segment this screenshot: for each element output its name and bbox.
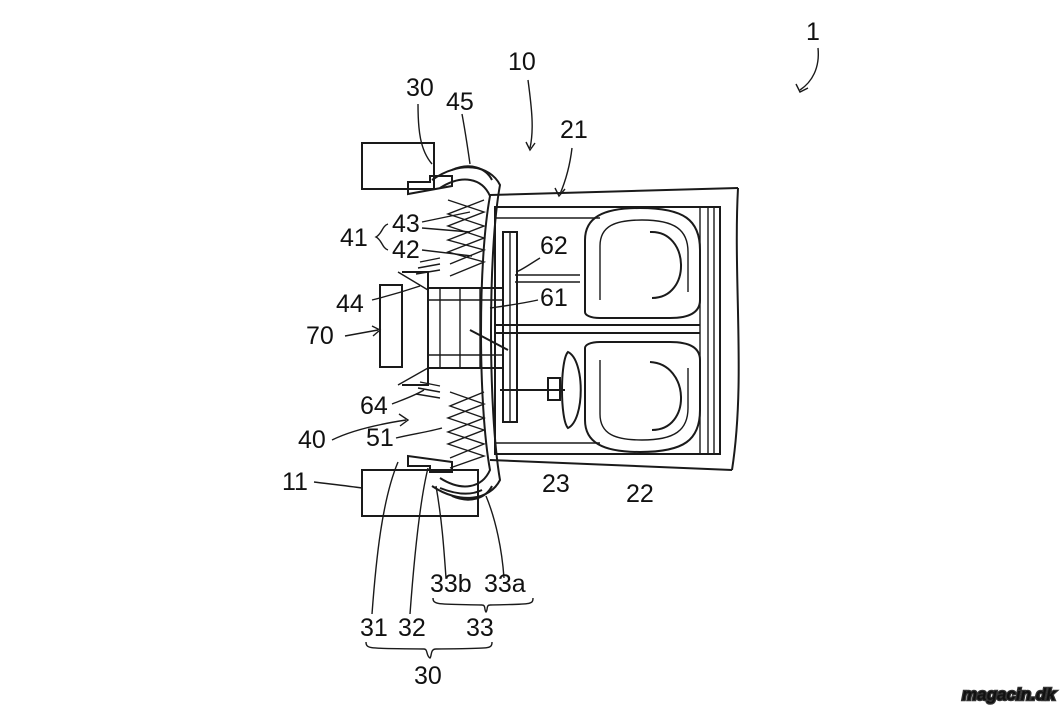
brace-30-bottom [366, 642, 492, 658]
label-51: 51 [366, 424, 394, 452]
label-43: 43 [392, 210, 420, 238]
leader-51 [396, 428, 442, 438]
label-40: 40 [298, 426, 326, 454]
label-33b: 33b [430, 570, 472, 598]
bumper-housing [402, 272, 428, 385]
seat-upper-back [650, 232, 681, 298]
seat-upper-outline [585, 208, 700, 318]
label-62: 62 [540, 232, 568, 260]
mount-plate [503, 232, 517, 422]
label-11: 11 [282, 468, 308, 496]
top-block [362, 143, 452, 194]
leader-11 [314, 482, 362, 488]
leader-30-top [418, 104, 432, 164]
label-41: 41 [340, 224, 368, 252]
leader-64 [392, 390, 424, 404]
leader-1 [800, 48, 818, 90]
label-31: 31 [360, 614, 388, 642]
seat-upper [585, 208, 700, 318]
label-33a: 33a [484, 570, 526, 598]
label-23: 23 [542, 470, 570, 498]
label-61: 61 [540, 284, 568, 312]
leader-31 [372, 462, 398, 614]
leader-42 [422, 250, 472, 256]
frame-rect [495, 207, 720, 454]
seat-lower-cushion [600, 360, 688, 440]
leader-33b [436, 486, 446, 578]
vehicle-body [490, 188, 739, 470]
leader-21 [560, 148, 572, 194]
bumper-unit [380, 272, 428, 385]
steering-assembly [500, 352, 581, 428]
frame-top-line [490, 188, 738, 195]
leader-32 [410, 468, 428, 614]
label-42: 42 [392, 236, 420, 264]
label-64: 64 [360, 392, 388, 420]
leader-45 [462, 114, 470, 164]
watermark: magacin.dk [962, 685, 1057, 704]
label-1: 1 [806, 18, 820, 46]
label-32: 32 [398, 614, 426, 642]
brace-33 [433, 598, 533, 612]
brace-41 [376, 224, 388, 250]
label-70: 70 [306, 322, 334, 350]
label-22: 22 [626, 480, 654, 508]
label-10: 10 [508, 48, 536, 76]
leader-61 [490, 300, 538, 308]
label-30-bottom: 30 [414, 662, 442, 690]
leader-10 [528, 80, 532, 148]
label-44: 44 [336, 290, 364, 318]
frame-bottom-line [490, 460, 732, 470]
seat-lower-back [650, 362, 681, 430]
label-21: 21 [560, 116, 588, 144]
leader-33a [486, 496, 504, 578]
body-outline [732, 188, 739, 470]
seat-lower [585, 342, 700, 452]
label-45: 45 [446, 88, 474, 116]
seat-lower-outline [585, 342, 700, 452]
shield-outer [432, 167, 500, 498]
leader-43b [422, 228, 470, 232]
leader-62 [516, 258, 540, 272]
watermark-text: magacin.dk [962, 685, 1057, 704]
label-30-top: 30 [406, 74, 434, 102]
label-33: 33 [466, 614, 494, 642]
